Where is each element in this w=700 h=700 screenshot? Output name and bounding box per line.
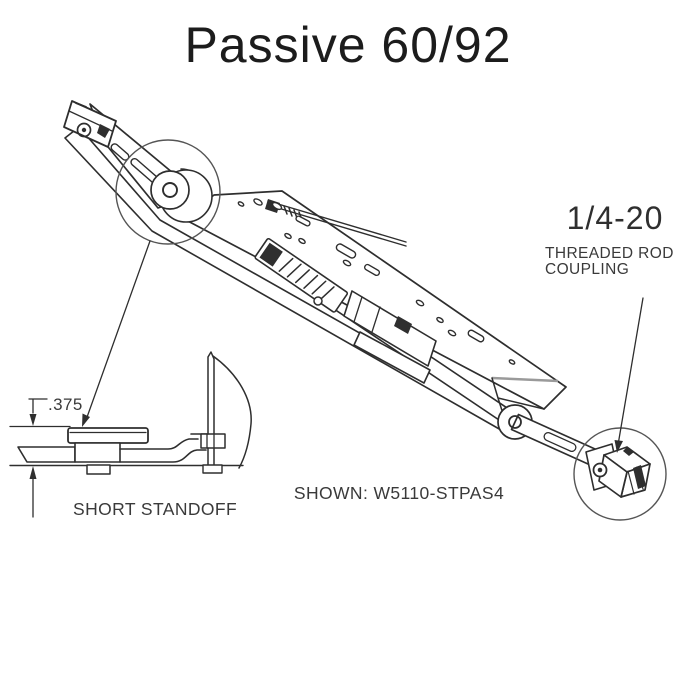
tip-screw [76, 122, 92, 138]
standoff-leader-line [82, 240, 151, 427]
leader-arrowhead [614, 440, 623, 453]
page-title: Passive 60/92 [184, 17, 511, 73]
leader-arrowhead [82, 413, 90, 427]
coupling-desc-line1: THREADED ROD [545, 245, 674, 262]
post-clamp [200, 433, 226, 449]
hub-screw [313, 296, 323, 306]
spring-coil [278, 257, 335, 301]
link-slot [543, 432, 577, 452]
main-assembly-drawing [63, 100, 667, 521]
pivot1-hole [162, 182, 178, 198]
latch-hub-block [313, 290, 437, 384]
coupling-callout-circle [573, 427, 667, 521]
threaded-rod-coupling-part [585, 443, 651, 498]
pivot-callout-circle [115, 139, 221, 245]
standoff-detail-view [9, 351, 252, 518]
tip-notch [97, 124, 110, 138]
body-holes [237, 198, 516, 365]
standoff-cap [67, 427, 149, 444]
mounting-bar-left [17, 446, 76, 463]
bottom-tab [86, 464, 111, 475]
spring-cartridge [254, 237, 349, 313]
pivot2-hole [508, 415, 522, 429]
dimension-375-value: .375 [48, 395, 83, 414]
standoff-body [74, 442, 121, 463]
vertical-post [207, 351, 215, 466]
break-arc [212, 355, 252, 469]
dimension-375-lines [28, 398, 48, 518]
tip-end-cap [63, 100, 117, 148]
coupling-size-label: 1/4-20 [567, 200, 664, 236]
coupling-desc-line2: COUPLING [545, 261, 629, 278]
coupling-leader-line [614, 297, 644, 453]
lock-body-plate [180, 168, 567, 410]
shown-caption: SHOWN: W5110-STPAS4 [294, 483, 504, 503]
short-standoff-label: SHORT STANDOFF [73, 499, 237, 519]
